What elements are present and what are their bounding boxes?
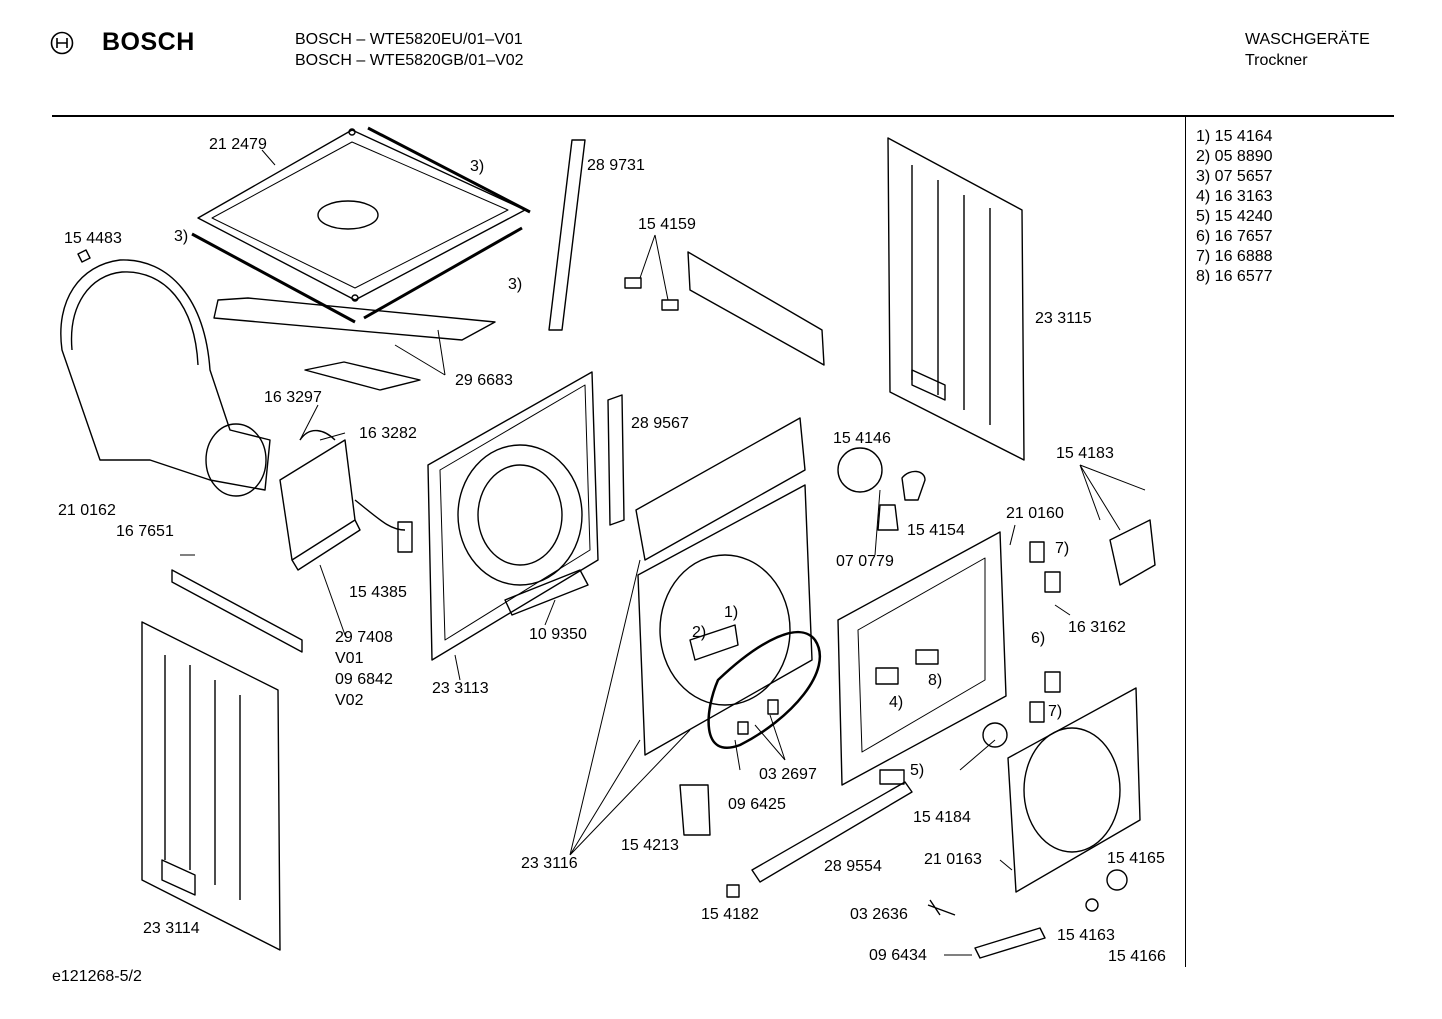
model-line-2: BOSCH – WTE5820GB/01–V02: [295, 52, 524, 69]
part-label: 03 2697: [759, 766, 817, 783]
legend-item: 4) 16 3163: [1196, 188, 1273, 205]
part-label: 3): [508, 276, 523, 293]
drum-duct-part: [60, 249, 271, 497]
part-label: 15 4213: [621, 837, 679, 854]
part-label: 3): [174, 228, 189, 245]
model-line-1: BOSCH – WTE5820EU/01–V01: [295, 31, 523, 48]
legend-divider: [1185, 117, 1186, 967]
part-label: 15 4483: [64, 230, 122, 247]
part-label: 21 2479: [209, 136, 267, 153]
lower-rail-part: [751, 781, 913, 883]
part-label: 23 3113: [432, 680, 489, 697]
door-frame-part: [837, 531, 1007, 786]
part-label: 29 6683: [455, 372, 513, 389]
part-label: 07 0779: [836, 553, 894, 570]
legend-item: 5) 15 4240: [1196, 208, 1273, 225]
legend-item: 1) 15 4164: [1196, 128, 1273, 145]
part-label: 21 0162: [58, 502, 116, 519]
part-label: 6): [1031, 630, 1046, 647]
legend-item: 7) 16 6888: [1196, 248, 1273, 265]
part-label: 8): [928, 672, 943, 689]
part-label: 15 4163: [1057, 927, 1115, 944]
part-label: 5): [910, 762, 925, 779]
drawing-id: e121268-5/2: [52, 968, 142, 985]
strip-part: [548, 139, 586, 331]
front-panel-part: [1007, 687, 1141, 912]
top-cover-part: [191, 126, 531, 391]
part-label: 15 4154: [907, 522, 965, 539]
bosch-logo-icon: [50, 31, 74, 55]
rear-bulkhead-part: [427, 371, 599, 661]
legend: 1) 15 4164 2) 05 8890 3) 07 5657 4) 16 3…: [1196, 127, 1273, 287]
part-label: 15 4165: [1107, 850, 1165, 867]
part-label: 28 9554: [824, 858, 882, 875]
part-label: 09 6425: [728, 796, 786, 813]
part-label: 21 0160: [1006, 505, 1064, 522]
part-label: 3): [470, 158, 485, 175]
part-label: 03 2636: [850, 906, 908, 923]
legend-item: 6) 16 7657: [1196, 228, 1273, 245]
part-label: 15 4183: [1056, 445, 1114, 462]
part-label: 7): [1048, 703, 1063, 720]
part-label: 15 4159: [638, 216, 696, 233]
hinge-part: [1029, 519, 1156, 723]
part-label: 29 7408: [335, 629, 393, 646]
bracket-part: [607, 394, 625, 526]
part-label: 10 9350: [529, 626, 587, 643]
part-label: 2): [692, 624, 707, 641]
part-label: 16 3282: [359, 425, 417, 442]
part-label: 09 6434: [869, 947, 927, 964]
part-label: 15 4184: [913, 809, 971, 826]
part-label: 21 0163: [924, 851, 982, 868]
brand-name: BOSCH: [102, 28, 195, 56]
part-label: 16 3162: [1068, 619, 1126, 636]
legend-item: 2) 05 8890: [1196, 148, 1273, 165]
part-label: 16 3297: [264, 389, 322, 406]
side-panel-right-part: [887, 137, 1025, 461]
header-rule: [52, 115, 1394, 117]
part-label: V02: [335, 692, 364, 709]
front-frame-part: [635, 417, 822, 756]
part-label: 7): [1055, 540, 1070, 557]
part-label: 28 9567: [631, 415, 689, 432]
part-label: 15 4166: [1108, 948, 1166, 965]
part-label: 15 4385: [349, 584, 407, 601]
legend-item: 3) 07 5657: [1196, 168, 1273, 185]
part-label: 09 6842: [335, 671, 393, 688]
part-label: 15 4146: [833, 430, 891, 447]
part-label: 23 3116: [521, 855, 578, 872]
side-panel-left-part: [141, 569, 303, 951]
part-label: 4): [889, 694, 904, 711]
legend-item: 8) 16 6577: [1196, 268, 1273, 285]
part-label: 1): [724, 604, 739, 621]
part-label: 15 4182: [701, 906, 759, 923]
subcategory: Trockner: [1245, 52, 1308, 69]
part-label: V01: [335, 650, 364, 667]
rail-bracket-part: [624, 251, 825, 366]
part-label: 23 3115: [1035, 310, 1092, 327]
control-module-part: [279, 429, 413, 571]
part-label: 23 3114: [143, 920, 200, 937]
lamp-assembly-part: [837, 447, 926, 531]
leader-lines: [180, 149, 1146, 956]
part-label: 28 9731: [587, 157, 645, 174]
category: WASCHGERÄTE: [1245, 31, 1370, 48]
small-parts: [679, 722, 1046, 959]
part-label: 16 7651: [116, 523, 174, 540]
